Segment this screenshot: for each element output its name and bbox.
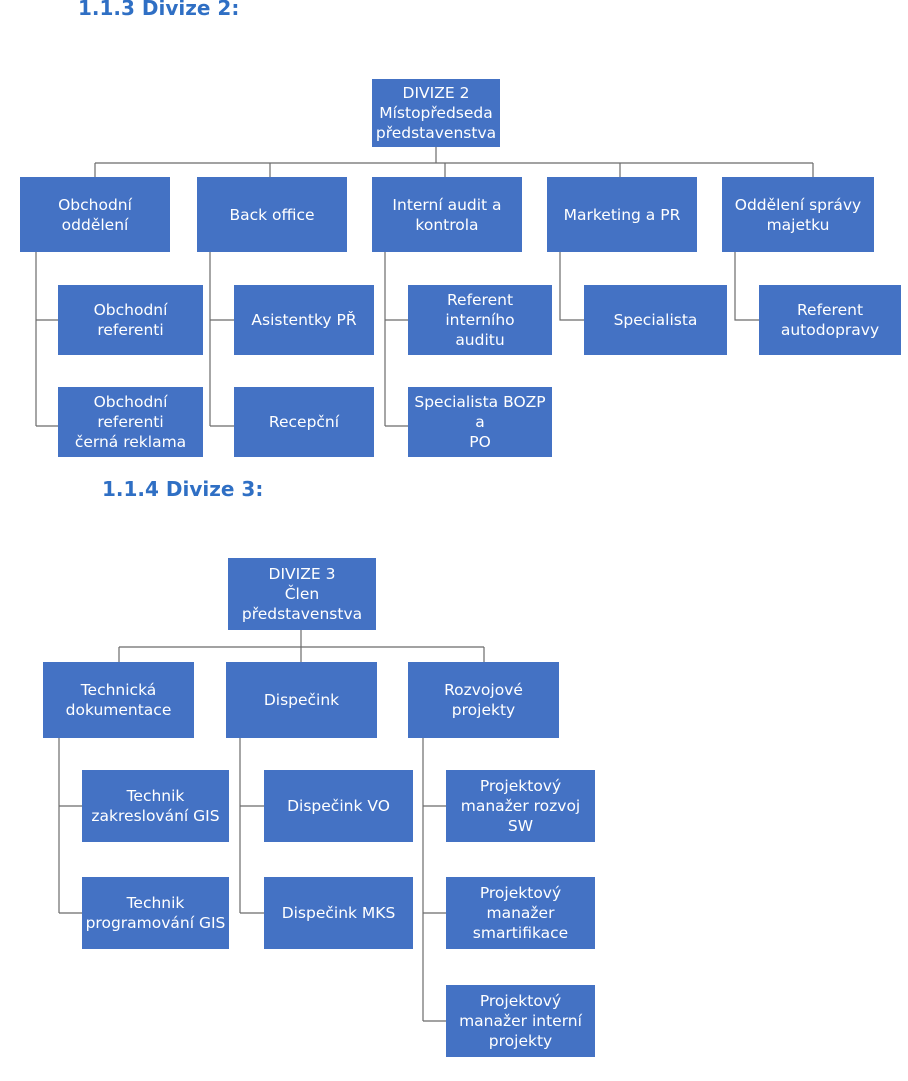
connector-d3-rozvoj xyxy=(422,738,446,1022)
connector-d3-root xyxy=(118,630,485,662)
org-box-dispecink-vo: Dispečink VO xyxy=(264,770,413,842)
section-heading-divize-2: 1.1.3 Divize 2: xyxy=(78,0,240,20)
org-box-dispecink: Dispečink xyxy=(226,662,377,738)
org-box-specialista-marketing: Specialista xyxy=(584,285,727,355)
org-box-divize-2-root: DIVIZE 2 Místopředseda představenstva xyxy=(372,79,500,147)
connector-d2-obchodni xyxy=(35,252,58,427)
org-box-referent-auditu: Referent interního auditu xyxy=(408,285,552,355)
org-box-specialista-bozp: Specialista BOZP a PO xyxy=(408,387,552,457)
org-box-back-office: Back office xyxy=(197,177,347,252)
org-box-interni-audit: Interní audit a kontrola xyxy=(372,177,522,252)
section-heading-divize-3: 1.1.4 Divize 3: xyxy=(102,477,264,501)
connector-d2-root xyxy=(94,147,814,177)
org-box-manazer-interni-projekty: Projektový manažer interní projekty xyxy=(446,985,595,1057)
org-box-rozvojove-projekty: Rozvojové projekty xyxy=(408,662,559,738)
org-box-sprava-majetku: Oddělení správy majetku xyxy=(722,177,874,252)
org-box-manazer-smartifikace: Projektový manažer smartifikace xyxy=(446,877,595,949)
connector-d3-dispecink xyxy=(239,738,264,914)
connector-d2-audit xyxy=(384,252,408,427)
org-box-asistentky: Asistentky PŘ xyxy=(234,285,374,355)
connector-d2-majetek xyxy=(734,252,759,321)
org-box-referent-autodopravy: Referent autodopravy xyxy=(759,285,901,355)
org-box-technik-zakreslovani: Technik zakreslování GIS xyxy=(82,770,229,842)
org-box-technik-programovani: Technik programování GIS xyxy=(82,877,229,949)
org-box-obchodni-referenti: Obchodní referenti xyxy=(58,285,203,355)
connector-d3-technicka xyxy=(58,738,82,914)
connector-d2-backoffice xyxy=(209,252,234,427)
connector-d2-marketing xyxy=(559,252,584,321)
org-box-manazer-rozvoj-sw: Projektový manažer rozvoj SW xyxy=(446,770,595,842)
org-box-obchodni-referenti-cerna: Obchodní referenti černá reklama xyxy=(58,387,203,457)
org-box-divize-3-root: DIVIZE 3 Člen představenstva xyxy=(228,558,376,630)
org-box-recepcni: Recepční xyxy=(234,387,374,457)
org-box-marketing-pr: Marketing a PR xyxy=(547,177,697,252)
org-box-dispecink-mks: Dispečink MKS xyxy=(264,877,413,949)
org-box-technicka-dokumentace: Technická dokumentace xyxy=(43,662,194,738)
org-box-obchodni-oddeleni: Obchodní oddělení xyxy=(20,177,170,252)
